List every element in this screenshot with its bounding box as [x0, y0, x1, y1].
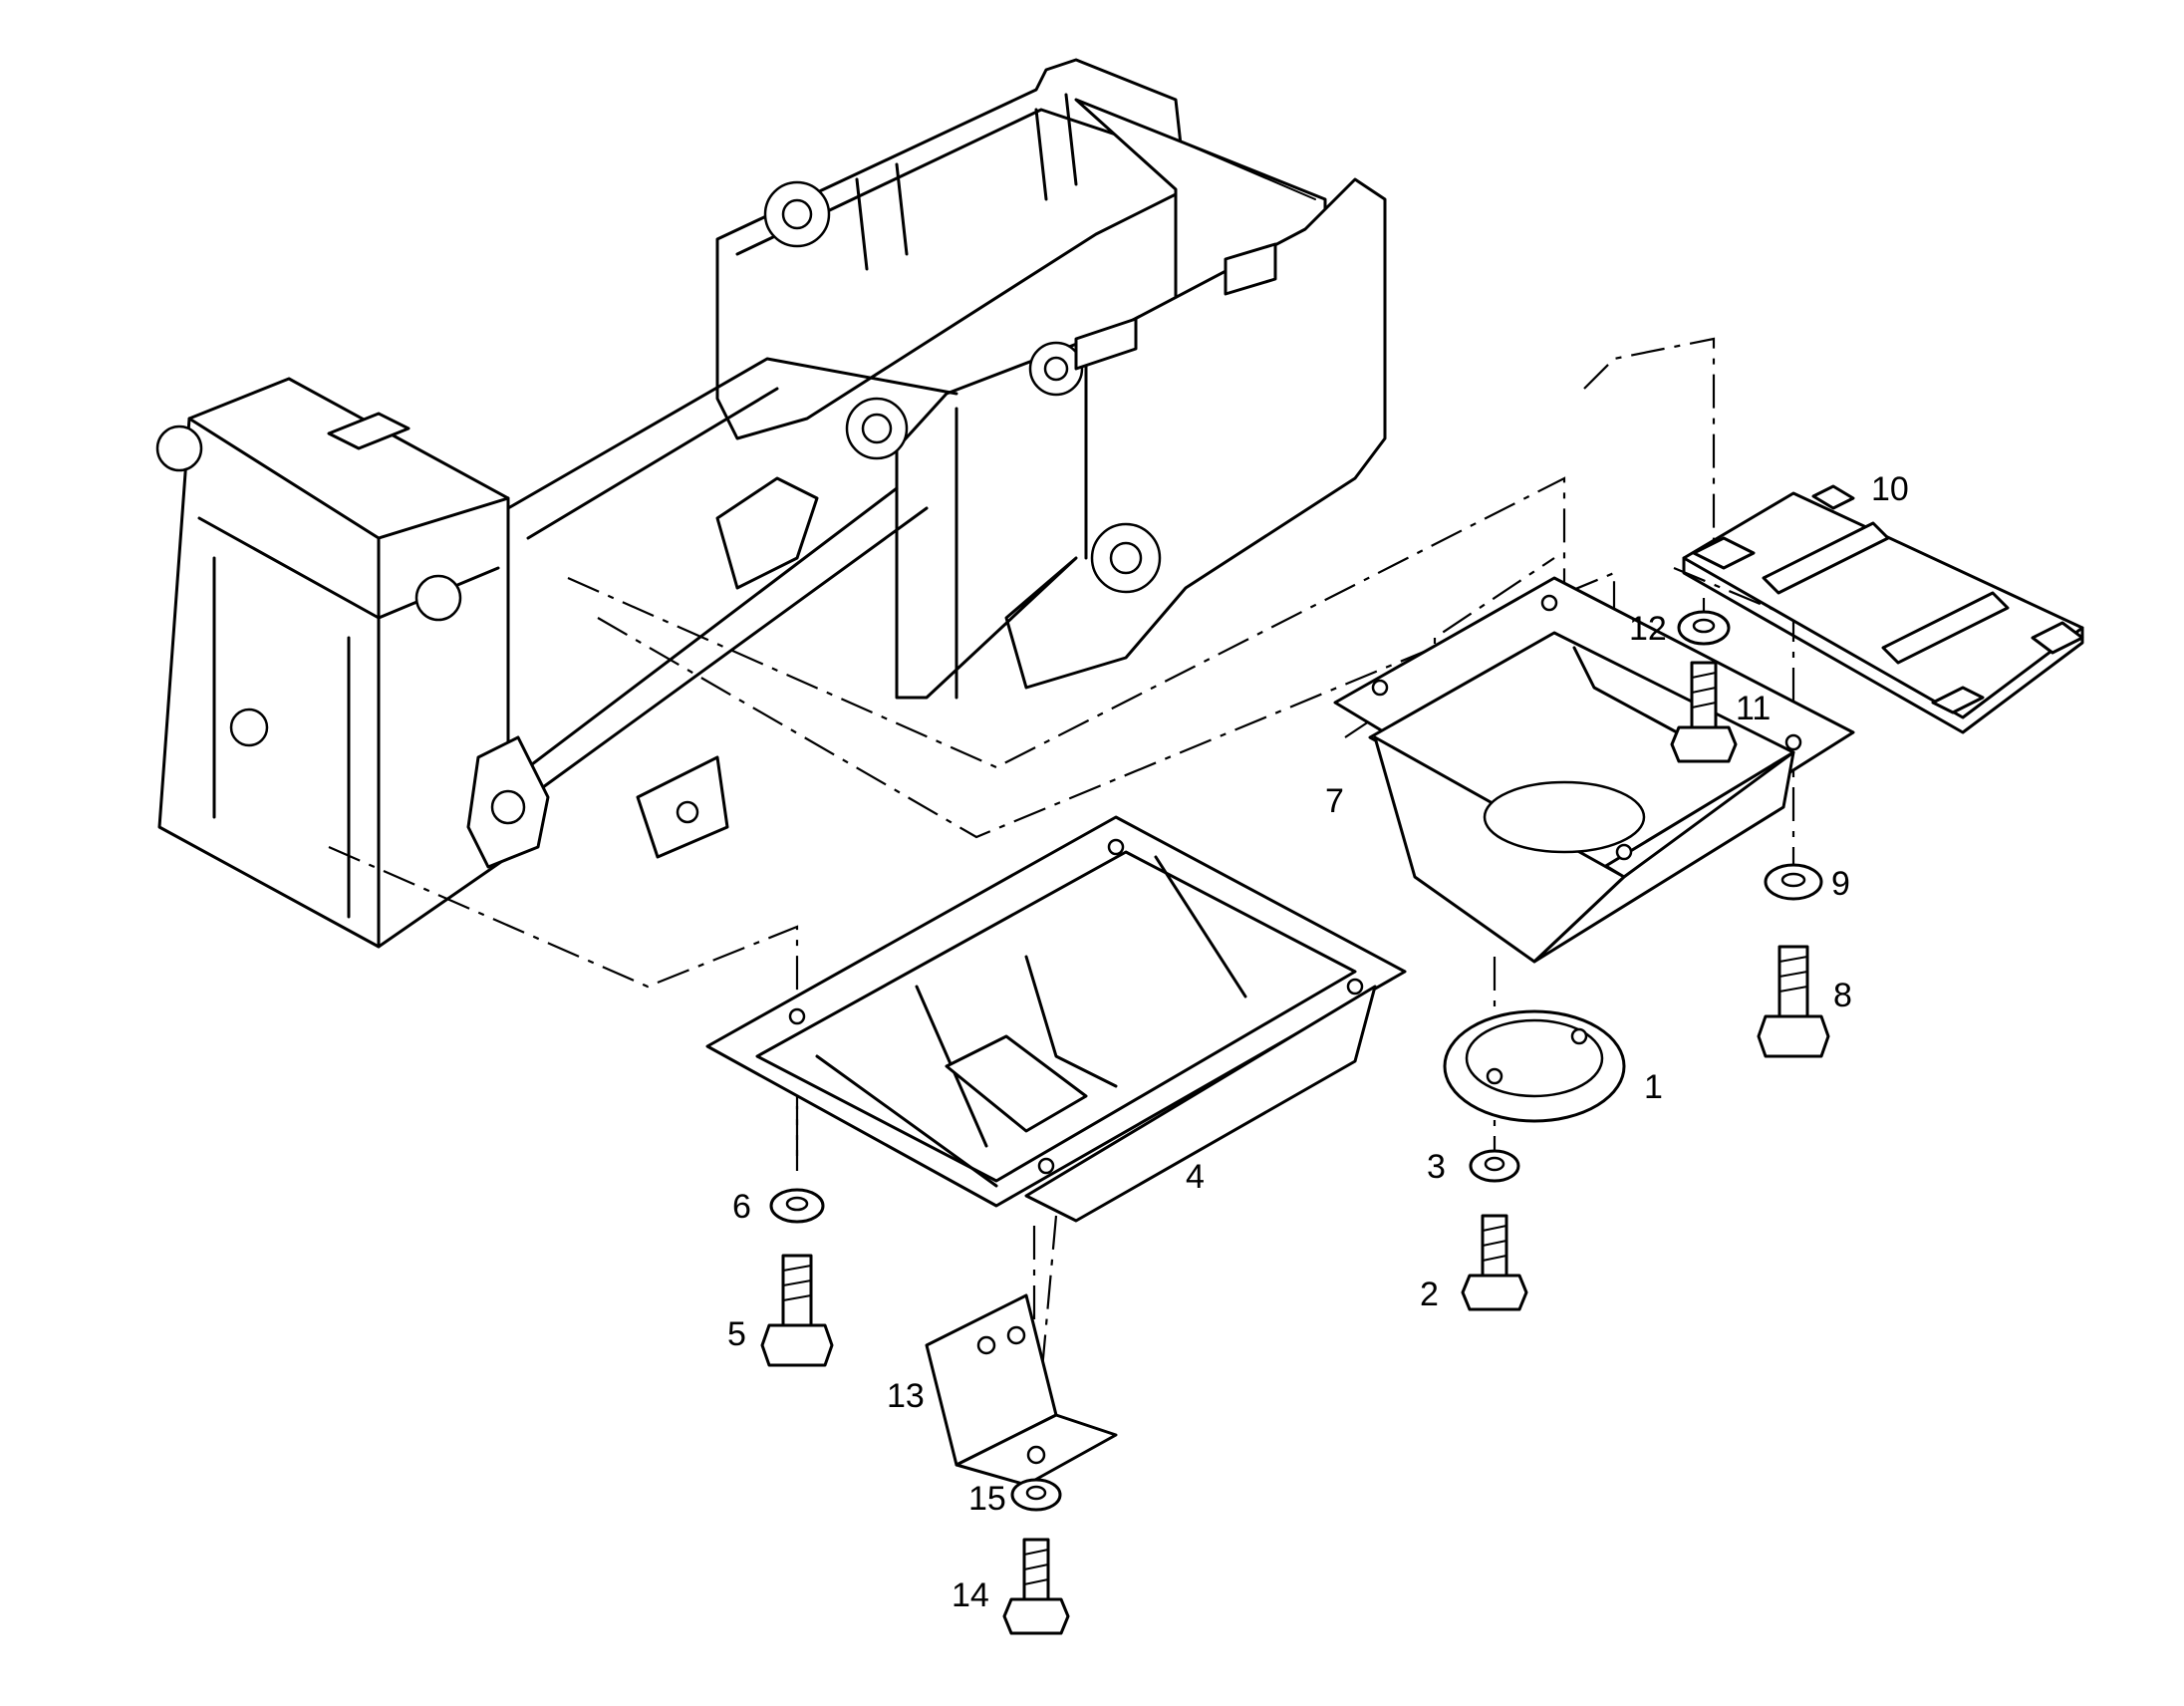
callout-4: 4 — [1186, 1158, 1205, 1196]
callout-11: 11 — [1736, 690, 1771, 727]
part-2-bolt — [1461, 1214, 1528, 1311]
part-3-washer — [1469, 1149, 1520, 1183]
callout-15: 15 — [968, 1480, 1006, 1518]
part-1-ring — [1443, 1009, 1626, 1123]
part-6-washer — [769, 1188, 825, 1224]
callout-6: 6 — [732, 1188, 751, 1226]
part-8-bolt — [1757, 945, 1830, 1058]
callout-7: 7 — [1325, 782, 1344, 820]
callout-12: 12 — [1629, 610, 1667, 648]
part-11-bolt — [1670, 661, 1738, 763]
callout-13: 13 — [887, 1377, 925, 1415]
part-13-bracket — [925, 1293, 1118, 1487]
part-15-washer — [1010, 1478, 1062, 1512]
main-frame — [155, 58, 1387, 949]
callout-8: 8 — [1833, 977, 1852, 1014]
callout-3: 3 — [1427, 1148, 1446, 1186]
callout-10: 10 — [1871, 470, 1909, 508]
callout-14: 14 — [952, 1576, 989, 1614]
washers — [769, 610, 1823, 1512]
callout-1: 1 — [1644, 1068, 1663, 1106]
part-9-washer — [1764, 863, 1823, 901]
part-4-tray — [705, 815, 1407, 1223]
part-14-bolt — [1002, 1538, 1070, 1635]
part-10-plate — [1682, 484, 2084, 734]
callout-labels: 1 2 3 4 5 6 7 8 9 10 11 12 13 14 15 — [727, 470, 1909, 1614]
bolts — [760, 661, 1830, 1635]
callout-5: 5 — [727, 1315, 746, 1353]
part-12-washer — [1677, 610, 1731, 646]
callout-9: 9 — [1831, 865, 1850, 903]
callout-2: 2 — [1420, 1276, 1439, 1313]
part-5-bolt — [760, 1254, 834, 1367]
part-7-tray — [1333, 576, 1855, 964]
